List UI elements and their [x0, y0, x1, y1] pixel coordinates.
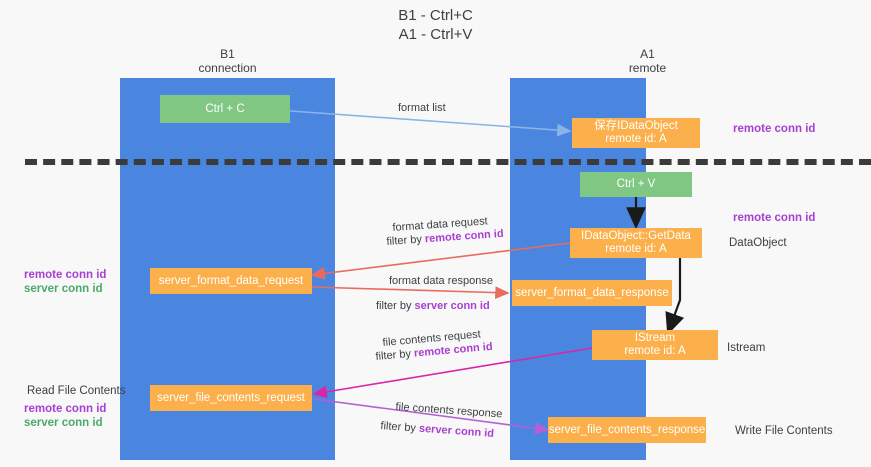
- column-header-a1: A1 remote: [628, 47, 667, 75]
- page-title: B1 - Ctrl+C A1 - Ctrl+V: [398, 7, 473, 43]
- annotation-remote-conn-id-mid: remote conn id: [733, 212, 816, 224]
- edge-label-format-list: format list: [398, 102, 446, 114]
- filter-key-server-conn-id: server conn id: [418, 422, 495, 440]
- filter-key-server-conn-id: server conn id: [414, 300, 490, 312]
- node-server-file-contents-request[interactable]: server_file_contents_request: [150, 385, 312, 411]
- annotation-left-server-conn-id: server conn id: [24, 283, 103, 295]
- edge-label-file-contents-response: file contents response: [395, 400, 503, 421]
- annotation-left-remote-conn-id-2: remote conn id: [24, 403, 107, 415]
- node-server-file-contents-response[interactable]: server_file_contents_response: [548, 417, 706, 443]
- annotation-write-file-contents: Write File Contents: [735, 425, 833, 437]
- node-ctrl-v[interactable]: Ctrl + V: [580, 172, 692, 197]
- filter-key-remote-conn-id: remote conn id: [424, 227, 504, 246]
- node-idataobject-getdata[interactable]: IDataObject::GetData remote id: A: [570, 228, 702, 258]
- edge-label-format-data-response: format data response: [389, 275, 493, 287]
- node-server-format-data-response[interactable]: server_format_data_response: [512, 280, 672, 306]
- node-istream[interactable]: IStream remote id: A: [592, 330, 718, 360]
- edge-label-format-data-response-filter: filter by server conn id: [376, 299, 490, 313]
- edge-label-file-contents-response-filter: filter by server conn id: [380, 419, 494, 441]
- annotation-left-remote-conn-id: remote conn id: [24, 269, 107, 281]
- annotation-dataobject: DataObject: [729, 237, 787, 249]
- annotation-read-file-contents: Read File Contents: [27, 385, 126, 397]
- filter-prefix: filter by: [375, 347, 415, 363]
- phase-divider: [25, 159, 871, 165]
- annotation-left-server-conn-id-2: server conn id: [24, 417, 103, 429]
- annotation-remote-conn-id-top: remote conn id: [733, 123, 816, 135]
- filter-prefix: filter by: [376, 300, 415, 312]
- filter-prefix: filter by: [386, 233, 426, 248]
- column-header-b1: B1 connection: [198, 47, 257, 75]
- node-server-format-data-request[interactable]: server_format_data_request: [150, 268, 312, 294]
- node-save-idataobject[interactable]: 保存IDataObject remote id: A: [572, 118, 700, 148]
- filter-prefix: filter by: [380, 419, 420, 435]
- annotation-istream: Istream: [727, 342, 766, 354]
- node-ctrl-c[interactable]: Ctrl + C: [160, 95, 290, 123]
